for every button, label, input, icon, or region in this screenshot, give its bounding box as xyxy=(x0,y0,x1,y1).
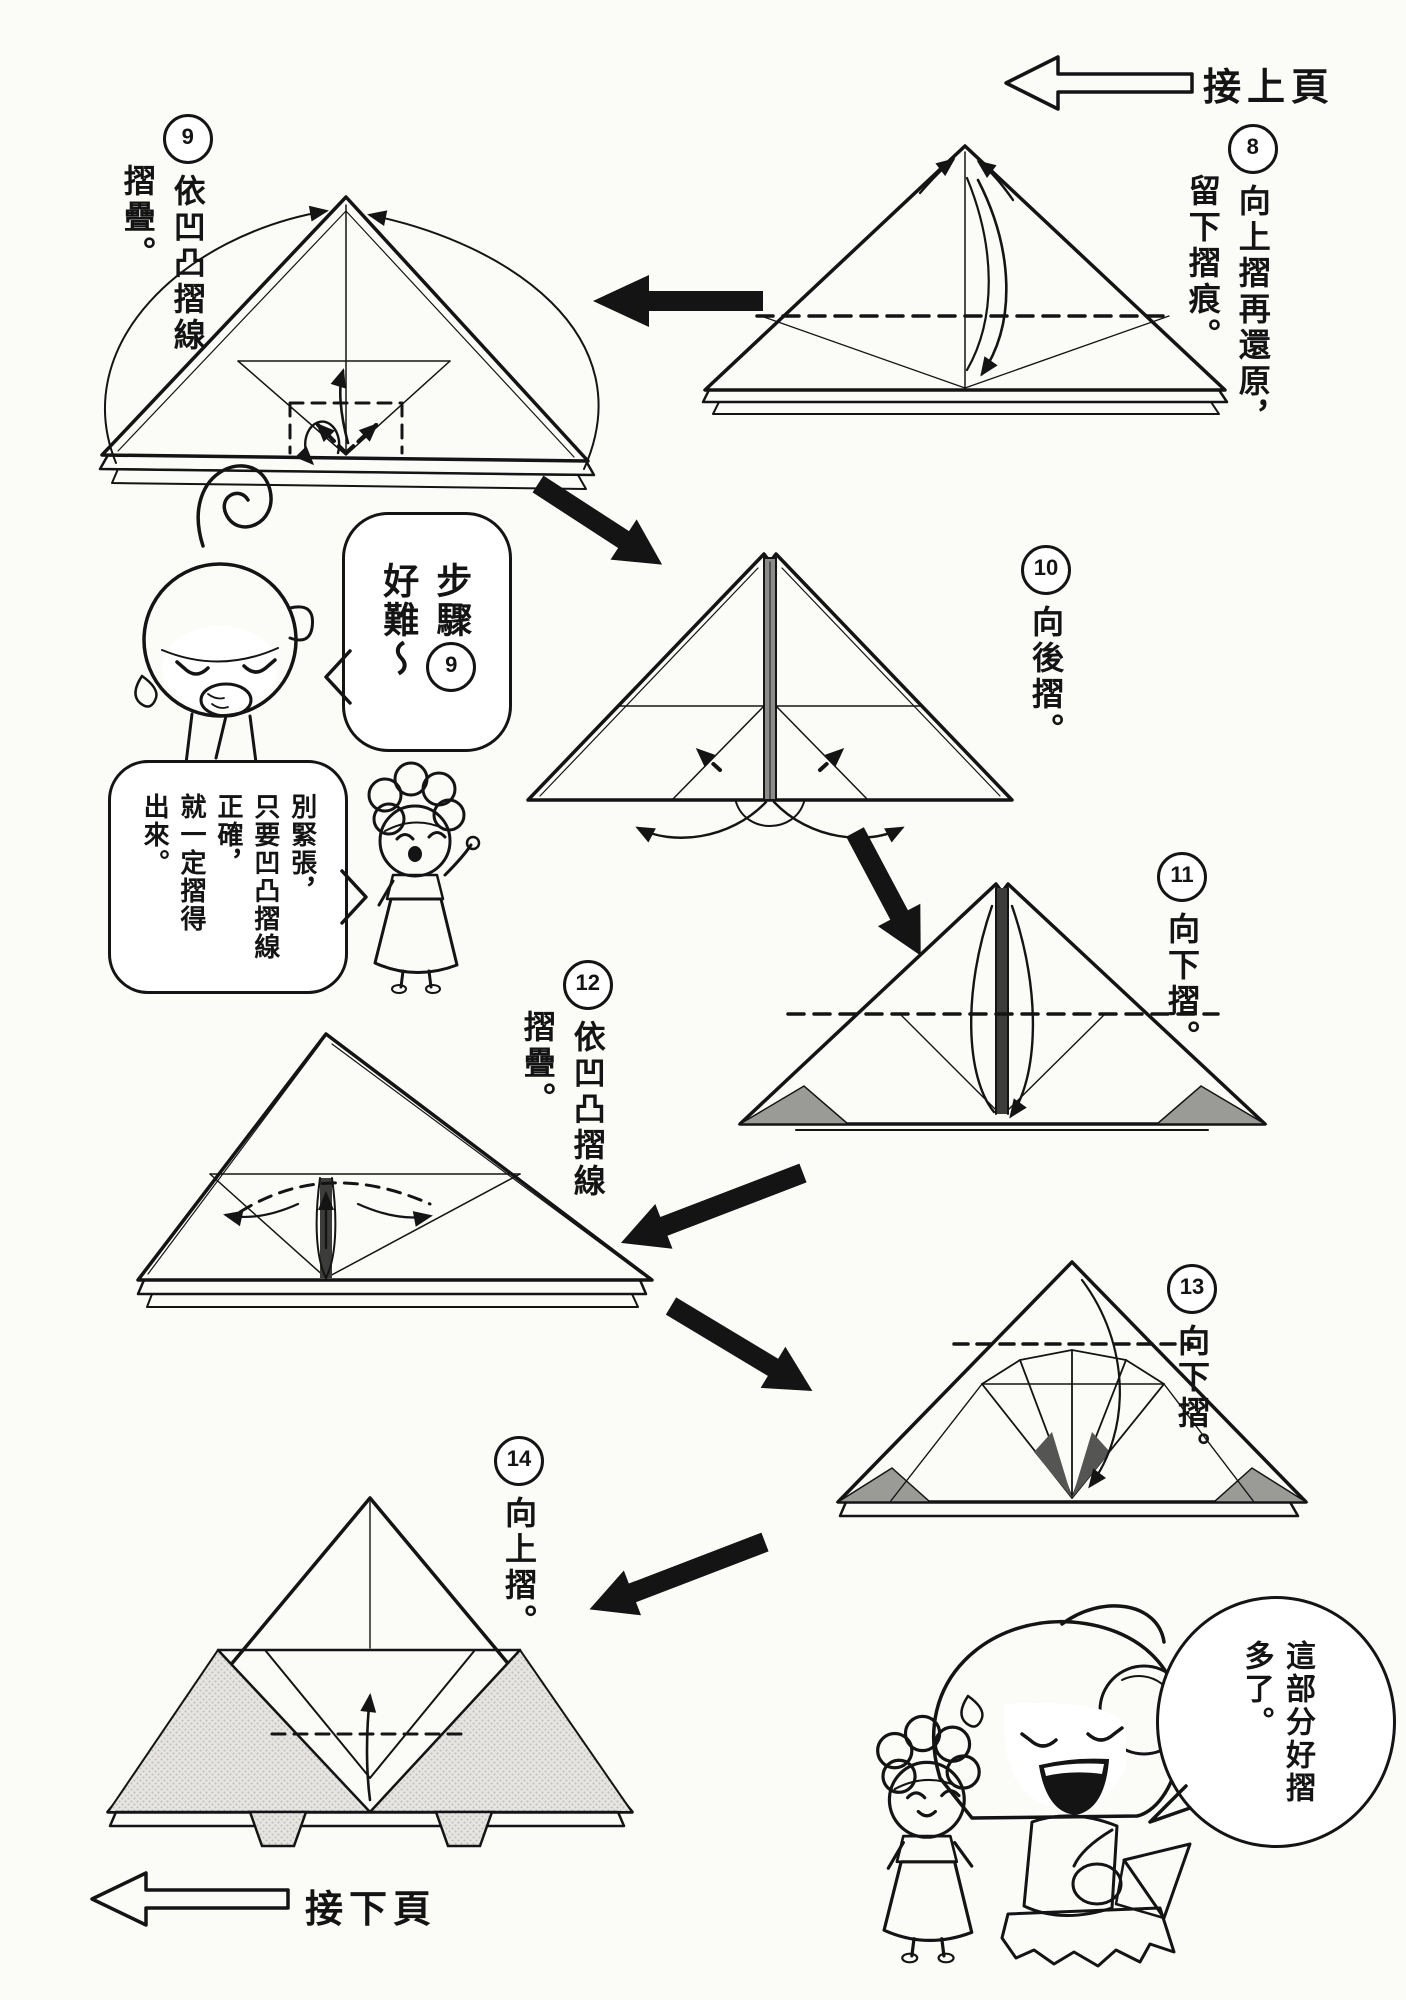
step8-diagram xyxy=(701,144,1229,415)
arrow-step12-to-step13-icon xyxy=(665,1297,813,1391)
step12-number-badge: 12 xyxy=(562,960,613,1010)
spread-left-arrow xyxy=(223,1202,300,1227)
step11-text-col1: 11向下摺。 xyxy=(1157,850,1207,1060)
speech-bubble-reassure-text: 別緊張， 只要凹凸摺線 正確， 就一定摺得 出來。 xyxy=(140,793,318,961)
speech-bubble-easier-text: 這部分好摺 多了。 xyxy=(1239,1639,1315,1805)
step14-text-col1: 14向上摺。 xyxy=(494,1434,544,1654)
closed-eye-right xyxy=(1086,1726,1124,1742)
left-wrap-arrow xyxy=(104,205,329,464)
step8-text-col2: 留下摺痕。 xyxy=(1184,174,1221,354)
step8-label: 8向上摺再還原， 留下摺痕。 xyxy=(1177,122,1285,436)
step9-diagram xyxy=(98,195,600,490)
step12-text-col1: 12依凹凸摺線 xyxy=(562,958,613,1258)
hair-strand xyxy=(1060,1604,1166,1644)
arrow-step10-to-step11-icon xyxy=(846,827,921,956)
step11-diagram xyxy=(737,882,1268,1131)
fold-up-arrow xyxy=(360,1693,377,1802)
raised-hand xyxy=(465,835,481,851)
teeth xyxy=(1044,1763,1104,1776)
step13-text-col1: 13向下摺。 xyxy=(1167,1262,1217,1472)
spread-right-arrow xyxy=(356,1202,433,1227)
step11-number-badge: 11 xyxy=(1157,852,1207,902)
girl-character-flower xyxy=(367,761,481,994)
scarf xyxy=(385,873,445,901)
happy-eye-left xyxy=(905,1791,927,1800)
arrow-step11-to-step12-icon xyxy=(620,1163,807,1249)
right-foot-flap xyxy=(434,1810,494,1848)
step13-label: 13向下摺。 xyxy=(1160,1262,1224,1472)
hair-curl xyxy=(288,605,315,642)
sweat-drop xyxy=(960,1694,984,1728)
step10-diagram xyxy=(526,552,1014,843)
sweat-drop xyxy=(134,674,158,708)
speech-bubble-hard-tail xyxy=(324,649,352,705)
dress xyxy=(373,897,459,974)
open-mouth xyxy=(408,846,422,862)
right-wrap-arrow xyxy=(367,210,600,470)
fold-return-arrow xyxy=(976,178,1008,377)
closed-eye-left xyxy=(1020,1732,1058,1748)
step10-label: 10向後摺。 xyxy=(1014,543,1078,753)
next-page-arrow-icon xyxy=(90,1871,290,1927)
center-slit xyxy=(996,888,1008,1114)
hair xyxy=(932,1619,1184,1820)
step9-text-col2: 摺疊。 xyxy=(119,164,156,272)
girl-character-flower-bottom xyxy=(876,1714,981,1964)
step14-label: 14向上摺。 xyxy=(487,1434,551,1654)
speech-bubble-hard: 步驟9 好難～ xyxy=(342,512,512,752)
step12-diagram xyxy=(136,1032,654,1308)
step9-label: 9依凹凸摺線 摺疊。 xyxy=(112,112,220,412)
step13-diagram xyxy=(835,1260,1309,1518)
step12-text-col2: 摺疊。 xyxy=(519,1010,556,1118)
step9-text-col1: 9依凹凸摺線 xyxy=(162,112,213,412)
skirt xyxy=(1000,1906,1176,1968)
arrow-step13-to-step14-icon xyxy=(589,1532,769,1616)
dress xyxy=(882,1860,974,1942)
girl-character-worried xyxy=(134,464,315,787)
speech-bubble-reassure-tail xyxy=(340,869,368,925)
fold-down-arrow xyxy=(1080,1278,1121,1489)
scarf xyxy=(895,1834,959,1864)
step8-number-badge: 8 xyxy=(1227,124,1278,174)
step10-text-col1: 10向後摺。 xyxy=(1021,543,1071,753)
prev-page-arrow-icon xyxy=(1004,55,1194,111)
arrow-step9-to-step10-icon xyxy=(532,475,663,565)
mountain-fold-dashed-curve xyxy=(238,1181,432,1214)
step14-number-badge: 14 xyxy=(494,1436,544,1486)
hair-swirl xyxy=(196,464,273,548)
girl-character-laughing xyxy=(932,1604,1192,1968)
head xyxy=(378,804,452,878)
speech-bubble-easier: 這部分好摺 多了。 xyxy=(1156,1596,1396,1848)
speech-bubble-hard-text: 步驟9 好難～ xyxy=(371,562,483,702)
happy-eye-right xyxy=(427,831,447,839)
happy-eye-left xyxy=(395,833,415,841)
arrow-step8-to-step9-icon xyxy=(593,275,763,327)
fold-down-arrow xyxy=(1009,904,1035,1119)
fold-behind-right-arrow xyxy=(772,800,905,843)
left-foot-flap xyxy=(248,1810,308,1848)
pleat-lines xyxy=(981,1349,1165,1499)
step13-number-badge: 13 xyxy=(1167,1264,1217,1314)
step12-label: 12依凹凸摺線 摺疊。 xyxy=(512,958,620,1258)
prev-page-label: 接上頁 xyxy=(1203,67,1336,109)
fold-behind-loop-arrow xyxy=(295,420,341,466)
next-page-label: 接下頁 xyxy=(305,1889,438,1931)
step14-diagram xyxy=(106,1496,634,1848)
closed-eye-right xyxy=(242,658,277,674)
fold-up-arrow xyxy=(330,368,350,445)
step8-text-col1: 8向上摺再還原， xyxy=(1227,122,1278,436)
closed-eye-left xyxy=(175,660,210,676)
step11-label: 11向下摺。 xyxy=(1150,850,1214,1060)
fold-crease-dashed-box xyxy=(288,401,404,455)
speech-bubble-easier-tail xyxy=(1148,1784,1192,1824)
bubble-step-number-badge: 9 xyxy=(426,642,477,692)
step10-number-badge: 10 xyxy=(1021,545,1071,595)
hand xyxy=(1071,1862,1123,1906)
paper-layer-edge xyxy=(701,388,1229,404)
step9-number-badge: 9 xyxy=(162,114,213,164)
fold-behind-left-arrow xyxy=(635,800,768,843)
speech-bubble-reassure: 別緊張， 只要凹凸摺線 正確， 就一定摺得 出來。 xyxy=(108,760,348,994)
smile-mouth xyxy=(916,1809,937,1818)
